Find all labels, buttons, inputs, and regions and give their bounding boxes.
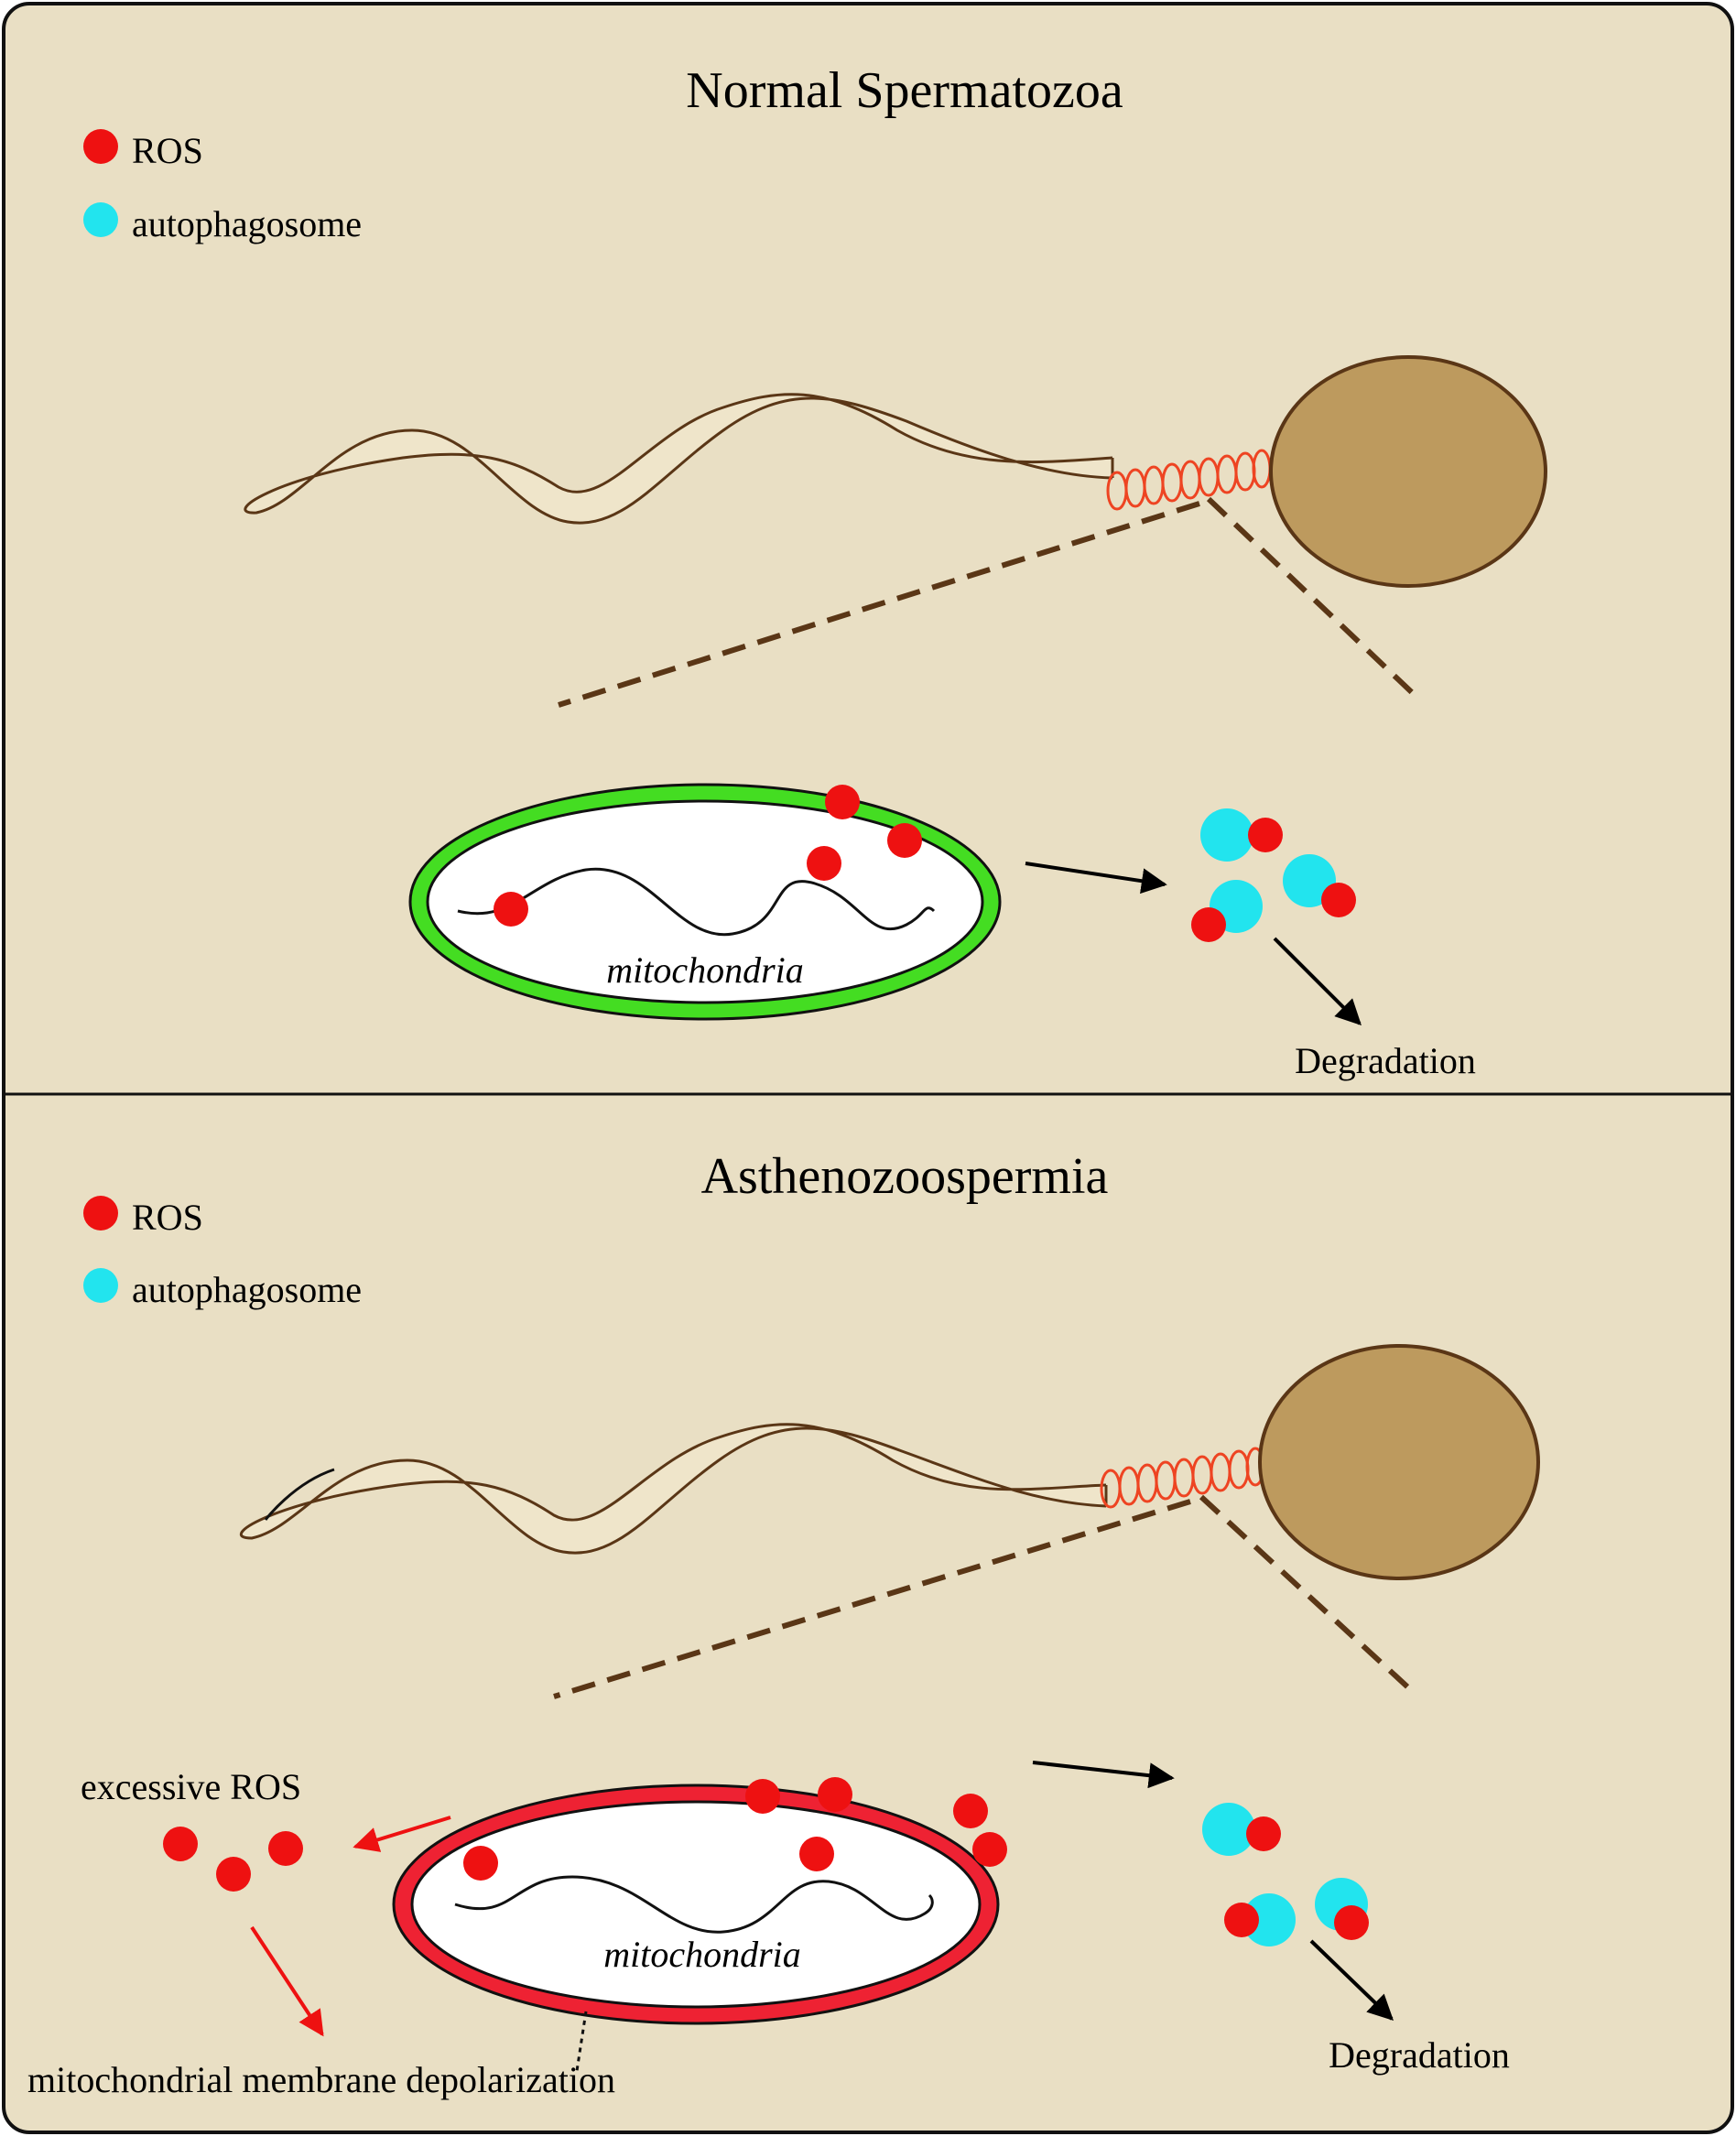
legend-autophagosome-label: autophagosome (132, 203, 362, 244)
arrow-ros-release (353, 1816, 451, 1852)
autophagosome-cluster-astheno (1202, 1803, 1369, 1946)
zoom-line-right (1199, 1494, 1413, 1692)
autophagosome-legend-icon (83, 1268, 118, 1303)
sperm-head (1269, 355, 1547, 588)
autophagosome-dot (1242, 1893, 1296, 1946)
sperm-tail (239, 1423, 1107, 1555)
mtdna-strand (454, 1875, 934, 1934)
arrow-to-autophagy (1032, 1761, 1175, 1789)
autophagosome-dot (1202, 1803, 1255, 1856)
ros-dot (953, 1794, 988, 1828)
panel-title-astheno: Asthenozoospermia (701, 1148, 1109, 1205)
ros-dot (1321, 883, 1356, 917)
arrow-to-degradation (1273, 937, 1362, 1025)
ros-dot (887, 823, 922, 858)
excessive-ros-label: excessive ROS (81, 1766, 301, 1807)
arrow-to-autophagy (1025, 862, 1167, 895)
sperm-astheno (239, 1344, 1540, 1580)
panel-normal: Normal Spermatozoa ROS autophagosome (83, 62, 1547, 1081)
mtdna-strand (457, 867, 936, 937)
degradation-label-astheno: Degradation (1329, 2034, 1510, 2076)
ros-legend-icon (83, 129, 118, 164)
panel-astheno: Asthenozoospermia ROS autophagosome (27, 1148, 1540, 2100)
sperm-midpiece (1100, 1447, 1265, 1509)
ros-dot (1334, 1905, 1369, 1940)
legend-ros-label: ROS (132, 1197, 203, 1238)
ros-dot (268, 1831, 303, 1866)
ros-dot (1248, 818, 1283, 852)
sperm-tail (244, 393, 1113, 525)
autophagosome-cluster-normal (1191, 808, 1356, 942)
mitochondrion-astheno: mitochondria (392, 1784, 1000, 2025)
ros-dot (1246, 1816, 1281, 1851)
arrow-to-degradation (1309, 1939, 1394, 2021)
zoom-line-left (553, 1499, 1191, 1699)
sperm-normal (244, 355, 1547, 588)
degradation-label-normal: Degradation (1295, 1040, 1476, 1081)
zoom-line-left (558, 501, 1200, 708)
mitochondrion-normal: mitochondria (408, 783, 1002, 1021)
legend-ros-label: ROS (132, 130, 203, 171)
legend-autophagosome-label: autophagosome (132, 1269, 362, 1310)
autophagosome-legend-icon (83, 202, 118, 237)
autophagosome-dot (1200, 808, 1253, 862)
ros-dot (745, 1779, 780, 1814)
depolarization-pointer (575, 2011, 588, 2072)
ros-dot (1224, 1903, 1259, 1937)
ros-dot (163, 1827, 198, 1861)
arrow-depolarization (250, 1925, 324, 2037)
sperm-head (1258, 1344, 1540, 1580)
ros-legend-icon (83, 1196, 118, 1231)
mitochondria-label-normal: mitochondria (606, 949, 804, 991)
ros-dot (216, 1857, 251, 1892)
mitochondria-label-astheno: mitochondria (603, 1934, 801, 1975)
ros-dot (825, 785, 860, 819)
panel-title-normal: Normal Spermatozoa (686, 62, 1123, 119)
ros-dot (463, 1846, 498, 1881)
depolarization-label: mitochondrial membrane depolarization (27, 2059, 615, 2100)
zoom-line-right (1206, 496, 1420, 700)
ros-dot (818, 1777, 852, 1812)
ros-dot (972, 1832, 1007, 1867)
ros-dot (799, 1837, 834, 1871)
ros-dot (1191, 907, 1226, 942)
ros-dot (807, 846, 841, 881)
ros-dot (494, 892, 528, 927)
